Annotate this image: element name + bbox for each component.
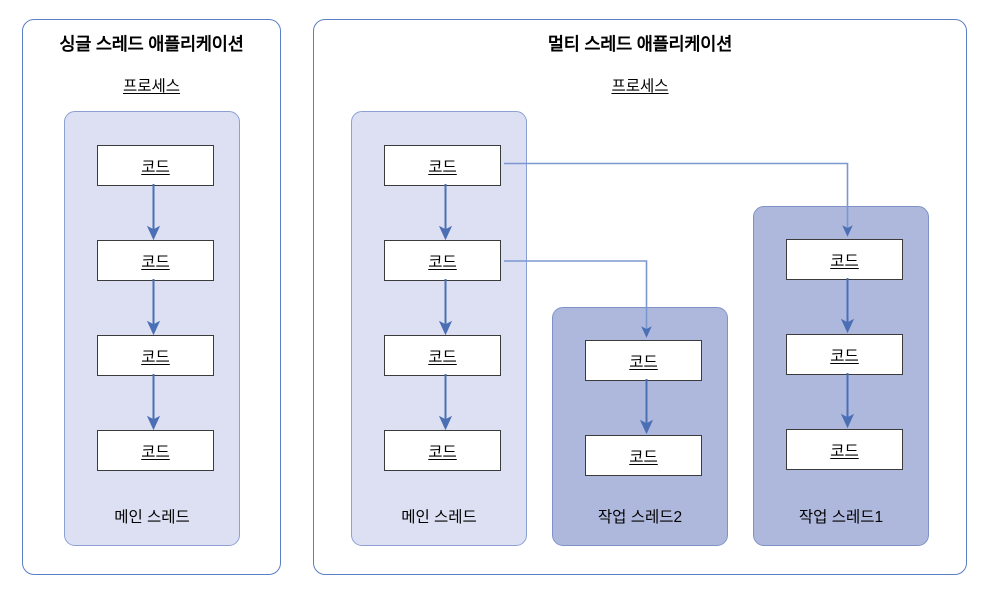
- thread-label-multi-main: 메인 스레드: [401, 509, 477, 526]
- thread-label-single-main: 메인 스레드: [114, 509, 190, 526]
- code-box-label: 코드: [830, 442, 859, 460]
- multi-process-label: 프로세스: [611, 78, 669, 95]
- thread-worker-2: 코드 코드 작업 스레드2: [552, 307, 728, 546]
- single-process-label: 프로세스: [122, 78, 181, 95]
- multi-thread-application-title: 멀티 스레드 애플리케이션: [547, 34, 733, 54]
- code-box-label: 코드: [428, 158, 457, 176]
- code-box-label: 코드: [141, 348, 170, 366]
- thread-multi-main: 코드 코드 코드 코드 메인 스레드: [351, 111, 527, 546]
- code-box-label: 코드: [830, 347, 859, 365]
- single-thread-application-title: 싱글 스레드 애플리케이션: [59, 34, 244, 54]
- code-box-label: 코드: [428, 348, 457, 366]
- thread-label-worker-2: 작업 스레드2: [597, 509, 683, 526]
- code-box: 코드: [786, 429, 903, 470]
- single-thread-application-panel: 싱글 스레드 애플리케이션 프로세스 코드 코드 코드 코드 메인 스레드: [22, 19, 281, 575]
- code-box: 코드: [384, 145, 501, 186]
- code-box: 코드: [786, 334, 903, 375]
- code-box-label: 코드: [141, 443, 170, 461]
- thread-worker-1: 코드 코드 코드 작업 스레드1: [753, 206, 929, 546]
- code-box: 코드: [384, 335, 501, 376]
- code-box: 코드: [585, 340, 702, 381]
- code-box-label: 코드: [629, 448, 658, 466]
- code-box: 코드: [97, 335, 214, 376]
- code-box-label: 코드: [141, 158, 170, 176]
- code-box: 코드: [384, 430, 501, 471]
- code-box-label: 코드: [141, 253, 170, 271]
- code-box: 코드: [384, 240, 501, 281]
- multi-thread-application-panel: 멀티 스레드 애플리케이션 프로세스 코드 코드 코드 코드 메인 스레드 코드: [313, 19, 967, 575]
- code-box-label: 코드: [428, 253, 457, 271]
- code-box-label: 코드: [830, 252, 859, 270]
- code-box: 코드: [585, 435, 702, 476]
- code-box: 코드: [97, 145, 214, 186]
- code-box-label: 코드: [629, 353, 658, 371]
- code-box: 코드: [97, 240, 214, 281]
- code-box: 코드: [786, 239, 903, 280]
- thread-single-main: 코드 코드 코드 코드 메인 스레드: [64, 111, 240, 546]
- thread-label-worker-1: 작업 스레드1: [798, 509, 884, 526]
- code-box: 코드: [97, 430, 214, 471]
- code-box-label: 코드: [428, 443, 457, 461]
